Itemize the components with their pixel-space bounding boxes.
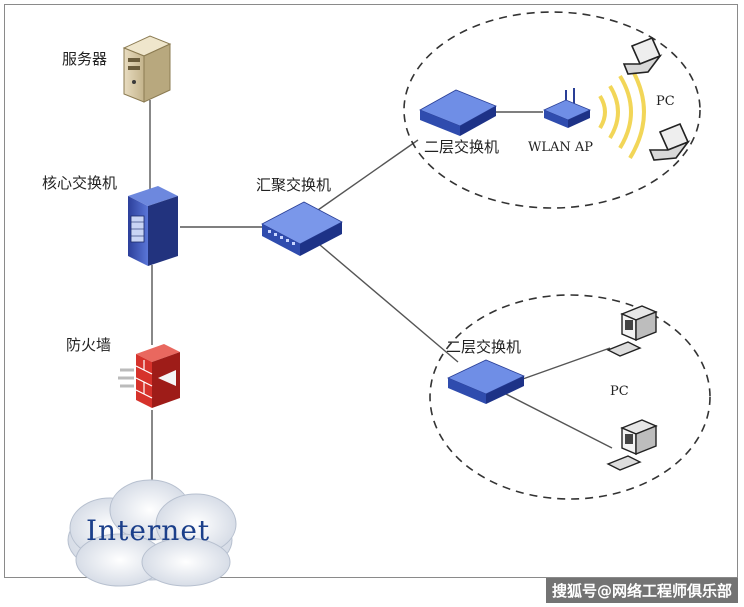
link-l2bottom-pc2 (501, 391, 613, 449)
diagram-frame (4, 4, 738, 578)
switch-icon-l2-top (419, 89, 497, 136)
desktop-pc-icon (606, 419, 658, 471)
wireless-zone-boundary (403, 11, 701, 209)
desktop-pc-icon (606, 305, 658, 357)
link-aggregation-l2top (317, 139, 419, 211)
label-core-switch: 核心交换机 (42, 174, 118, 192)
label-server: 服务器 (62, 50, 108, 68)
laptop-icon (648, 122, 691, 161)
wifi-signal-icon (598, 64, 646, 160)
link-l2bottom-pc1 (519, 347, 611, 381)
switch-icon-l2-bottom (447, 359, 525, 404)
core-switch-icon (128, 186, 178, 266)
label-firewall: 防火墙 (66, 336, 112, 354)
label-pc-bottom: PC (610, 384, 629, 399)
label-pc-top: PC (656, 94, 675, 109)
cloud-icon (67, 479, 237, 587)
label-aggregation-switch: 汇聚交换机 (256, 176, 332, 194)
watermark: 搜狐号@网络工程师俱乐部 (545, 578, 738, 603)
server-icon (122, 35, 172, 103)
switch-icon-aggregation (261, 201, 343, 256)
laptop-icon (622, 36, 663, 75)
label-l2-switch-top: 二层交换机 (424, 138, 500, 156)
wired-zone-boundary (429, 294, 711, 500)
wlan-ap-icon (542, 88, 592, 128)
label-l2-switch-bottom: 二层交换机 (446, 338, 522, 356)
connection-lines (149, 100, 613, 490)
firewall-icon (118, 344, 180, 408)
link-aggregation-l2bottom (319, 244, 459, 363)
label-internet: Internet (86, 514, 211, 547)
label-wlan-ap: WLAN AP (528, 140, 594, 155)
